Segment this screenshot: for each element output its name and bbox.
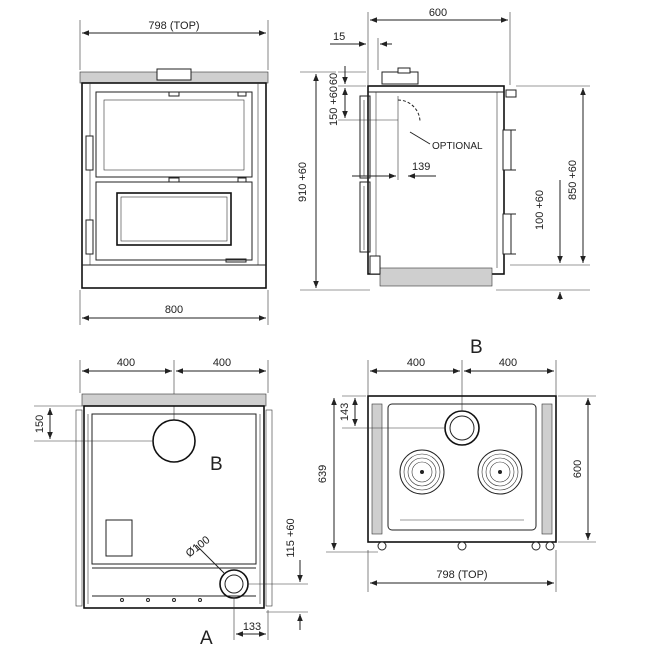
rear-body-outline [83,405,265,609]
rear-label-a: A [200,628,213,649]
side-flue-collar [381,71,419,85]
side-height-total-label: 910 +60 [297,162,309,202]
side-foot-label: 100 +60 [534,190,546,230]
front-flue-collar [156,68,192,81]
top-view: B 400 400 [317,337,596,592]
top-depth-label: 600 [572,460,584,478]
top-left-vent [371,403,383,535]
front-width-top-label: 798 (TOP) [148,20,199,32]
rear-half-left-label: 400 [117,357,135,369]
top-flue-outlet [444,410,480,446]
front-upper-handle [85,135,94,171]
side-flue-height-label: 60 [328,73,340,85]
front-width-label: 800 [165,304,183,316]
rear-half-right-label: 400 [213,357,231,369]
front-upper-door [95,91,253,178]
side-depth-label: 600 [429,7,447,19]
rear-flue-outlet [152,419,196,463]
side-flue-depth-label: 139 [412,161,430,173]
side-body-outline [367,85,505,275]
rear-service-panel [105,519,133,557]
optional-leader-line [409,131,431,145]
top-half-left-label: 400 [407,357,425,369]
front-oven-window [116,192,232,246]
top-depth-inner-label: 639 [317,465,329,483]
side-flue-from-top-label: 150 +60 [328,86,340,126]
rear-view: 400 400 B 150 Ø100 A [34,357,308,649]
top-label-b: B [470,337,483,358]
top-hob-left [399,449,445,495]
rear-flue-top-label: 150 [34,415,46,433]
top-cooking-plate [387,403,537,531]
rear-air-offset-label: 133 [243,621,261,633]
side-offset-top-label: 15 [333,31,345,43]
top-flue-offset-label: 143 [339,403,351,421]
front-body-outline [81,82,267,289]
top-width-top-label: 798 (TOP) [436,569,487,581]
top-half-right-label: 400 [499,357,517,369]
side-bottom-vent [379,267,493,287]
rear-label-b: B [210,454,223,475]
top-right-vent [541,403,553,535]
side-height-body-label: 850 +60 [567,160,579,200]
side-view: 600 15 OPTIONAL [297,7,590,300]
front-lower-handle [85,219,94,255]
side-lower-handle [502,213,512,255]
front-view: 798 (TOP) 800 [79,20,269,325]
side-upper-handle [502,129,512,171]
rear-air-height-label: 115 +60 [285,518,297,557]
rear-air-inlet [219,569,249,599]
rear-cooktop-grill [81,393,267,407]
top-hob-right [477,449,523,495]
side-optional-label: OPTIONAL [432,141,483,152]
rear-diameter-label: Ø100 [184,534,213,560]
side-optional-flue-arc [397,99,421,123]
